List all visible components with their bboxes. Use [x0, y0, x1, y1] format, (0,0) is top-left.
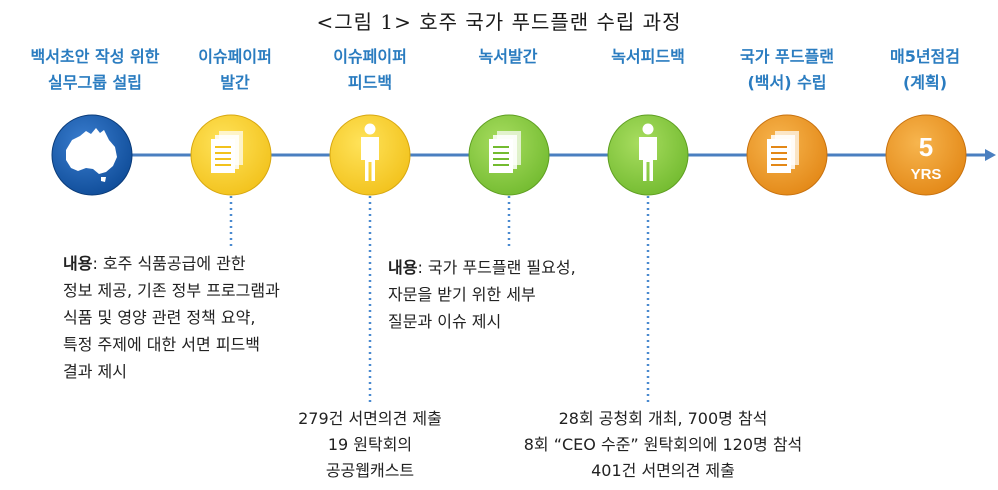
stage-label-6: 국가 푸드플랜(백서) 수립 [740, 47, 834, 92]
document-icon [746, 114, 828, 196]
stage-label-4: 녹서발간 [478, 47, 538, 66]
stage-label-5: 녹서피드백 [611, 47, 685, 66]
five-years-icon: 5 YRS [885, 114, 967, 196]
content-key: 내용 [63, 254, 93, 273]
figure-title: <그림 1> 호주 국가 푸드플랜 수립 과정 [316, 10, 682, 34]
stage-label-7: 매5년점검(계획) [889, 47, 960, 92]
document-icon [190, 114, 272, 196]
feedback-stats-1: 279건 서면의견 제출 19 원탁회의 공공웹캐스트 [298, 409, 442, 480]
person-icon [607, 114, 689, 196]
timeline-arrowhead [985, 149, 996, 161]
person-icon [329, 114, 411, 196]
australia-map-icon [51, 114, 133, 196]
document-icon [468, 114, 550, 196]
five-years-label: YRS [911, 166, 942, 183]
content-description-2: 내용: 국가 푸드플랜 필요성, 자문을 받기 위한 세부 질문과 이슈 제시 [388, 258, 576, 331]
content-description-1: 내용: 호주 식품공급에 관한 정보 제공, 기존 정부 프로그램과 식품 및 … [63, 254, 280, 381]
feedback-stats-2: 28회 공청회 개최, 700명 참석 8회 “CEO 수준” 원탁회의에 12… [523, 409, 803, 480]
five-years-number: 5 [919, 132, 933, 162]
content-key: 내용 [388, 258, 418, 277]
